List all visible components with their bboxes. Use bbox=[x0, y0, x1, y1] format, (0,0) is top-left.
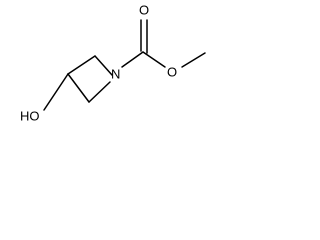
bond-n-ch2-right bbox=[94, 55, 113, 76]
chemical-structure-diagram: N O O HO bbox=[20, 2, 206, 123]
ring-nitrogen-label: N bbox=[111, 66, 120, 81]
carbonyl-oxygen-label: O bbox=[139, 2, 149, 17]
bond-ch2-right-ch bbox=[67, 55, 96, 75]
hydroxyl-label: HO bbox=[20, 108, 40, 123]
ester-oxygen-label: O bbox=[167, 64, 177, 79]
bond-ch-hydroxyl bbox=[43, 73, 69, 111]
bond-ester-o-methyl bbox=[181, 52, 206, 68]
bond-carbonyl-ester-o bbox=[142, 51, 166, 68]
bond-ch2-lower-n bbox=[88, 81, 111, 103]
bond-n-carbonyl bbox=[121, 51, 144, 68]
bond-ch-ch2-lower bbox=[67, 73, 90, 103]
